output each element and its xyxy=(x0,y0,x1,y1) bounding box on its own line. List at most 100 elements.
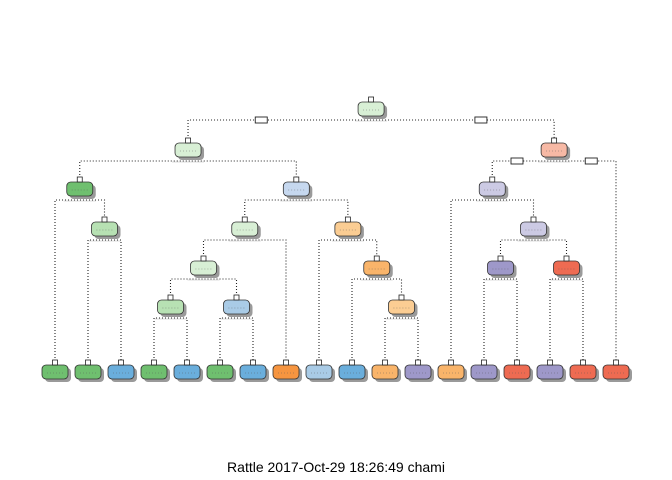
node-tab xyxy=(514,359,520,366)
tree-edge xyxy=(450,199,535,364)
tree-edge xyxy=(202,239,287,364)
tree-edge xyxy=(483,278,518,364)
node-box xyxy=(388,299,415,315)
tree-leaf xyxy=(41,359,71,382)
tree-node xyxy=(223,294,253,317)
node-tab xyxy=(481,359,487,366)
tree-edge xyxy=(244,199,349,221)
node-box xyxy=(520,221,547,237)
node-tab xyxy=(185,137,191,144)
node-box xyxy=(41,364,69,380)
tree-leaf xyxy=(371,359,401,382)
split-box xyxy=(474,116,488,124)
node-box xyxy=(74,364,102,380)
node-tab xyxy=(250,359,256,366)
node-tab xyxy=(293,176,300,183)
tree-edge xyxy=(153,317,188,364)
node-box xyxy=(190,260,217,276)
node-tab xyxy=(551,137,558,144)
node-box xyxy=(206,364,234,380)
node-tab xyxy=(52,359,58,366)
tree-leaf xyxy=(503,359,533,382)
node-tab xyxy=(497,255,504,262)
caption: Rattle 2017-Oct-29 18:26:49 chami xyxy=(227,459,445,475)
node-box xyxy=(173,364,201,380)
node-tab xyxy=(398,294,405,301)
node-tab xyxy=(85,359,91,366)
node-tab xyxy=(167,294,174,301)
tree-node xyxy=(174,137,205,160)
node-box xyxy=(569,364,597,380)
tree-node xyxy=(520,216,550,239)
tree-node xyxy=(91,216,121,239)
tree-edge xyxy=(187,119,555,142)
tree-node xyxy=(388,294,418,317)
split-box xyxy=(510,157,524,165)
node-tab xyxy=(76,176,83,183)
node-tab xyxy=(349,359,355,366)
node-box xyxy=(437,364,465,380)
tree-leaf xyxy=(404,359,434,382)
node-tab xyxy=(489,176,496,183)
tree-edge xyxy=(318,239,378,364)
tree-edge xyxy=(87,239,122,364)
tree-edge xyxy=(499,239,568,260)
node-box xyxy=(338,364,366,380)
tree-leaf xyxy=(239,359,269,382)
node-tab xyxy=(101,216,108,223)
node-tab xyxy=(151,359,157,366)
node-box xyxy=(404,364,432,380)
node-tab xyxy=(382,359,388,366)
tree-leaf xyxy=(173,359,203,382)
tree-edge xyxy=(54,199,106,364)
node-tab xyxy=(217,359,223,366)
node-tab xyxy=(373,255,380,262)
node-box xyxy=(357,101,385,117)
tree-leaf xyxy=(437,359,467,382)
node-tab xyxy=(580,359,586,366)
tree-edge xyxy=(549,278,584,364)
node-box xyxy=(470,364,498,380)
tree-node xyxy=(487,255,517,278)
node-box xyxy=(239,364,267,380)
node-tab xyxy=(118,359,124,366)
node-tab xyxy=(563,255,570,262)
tree-leaf xyxy=(305,359,335,382)
node-box xyxy=(174,142,202,158)
tree-leaf xyxy=(470,359,500,382)
node-tab xyxy=(233,294,240,301)
node-box xyxy=(272,364,300,380)
node-box xyxy=(282,181,310,197)
node-box xyxy=(157,299,184,315)
node-tab xyxy=(368,96,374,103)
tree-node xyxy=(334,216,364,239)
split-box xyxy=(584,157,598,165)
tree-node xyxy=(66,176,96,199)
node-tab xyxy=(415,359,421,366)
tree-nodes xyxy=(41,96,632,382)
node-box xyxy=(140,364,168,380)
tree-edge xyxy=(79,160,297,181)
tree-leaf xyxy=(140,359,170,382)
tree-node xyxy=(478,176,509,199)
tree-leaf xyxy=(206,359,236,382)
tree-node xyxy=(282,176,313,199)
node-box xyxy=(536,364,564,380)
node-box xyxy=(602,364,630,380)
node-tab xyxy=(613,359,619,366)
tree-edge xyxy=(491,160,617,364)
node-box xyxy=(363,260,391,276)
tree-leaf xyxy=(338,359,368,382)
tree-leaf xyxy=(272,359,302,382)
node-tab xyxy=(530,216,537,223)
node-box xyxy=(91,221,118,237)
node-tab xyxy=(344,216,351,223)
tree-leaf xyxy=(536,359,566,382)
node-tab xyxy=(547,359,553,366)
node-box xyxy=(305,364,333,380)
tree-edge xyxy=(219,317,254,364)
tree-leaf xyxy=(74,359,104,382)
tree-edges xyxy=(54,116,617,364)
node-box xyxy=(223,299,250,315)
